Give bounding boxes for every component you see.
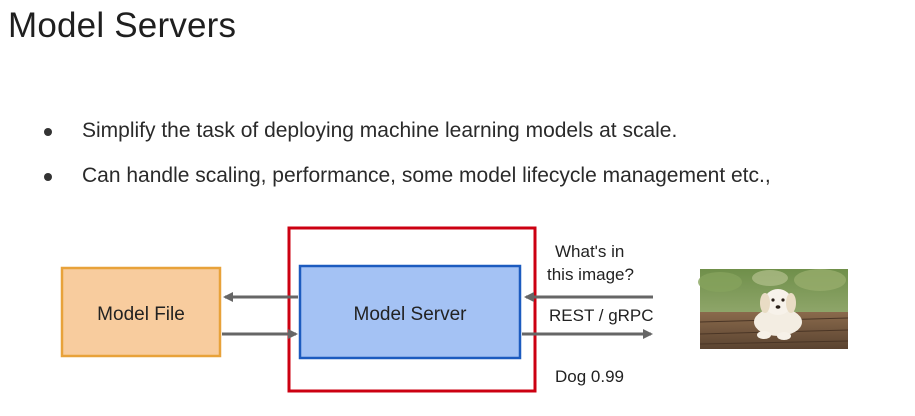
bullet-dot-icon — [44, 173, 52, 181]
puppy-photo-icon — [698, 269, 849, 349]
model-server-label: Model Server — [354, 304, 468, 325]
model-file-label: Model File — [97, 304, 185, 325]
model-file-box — [60, 266, 222, 358]
bullet-dot-icon — [44, 128, 52, 136]
bullet-text: Can handle scaling, performance, some mo… — [82, 164, 771, 187]
bullet-item: Simplify the task of deploying machine l… — [42, 114, 771, 159]
bullet-text: Simplify the task of deploying machine l… — [82, 119, 678, 142]
model-server-box — [298, 264, 522, 360]
slide-title: Model Servers — [8, 6, 237, 45]
server-container-outline — [287, 226, 537, 393]
bullet-list: Simplify the task of deploying machine l… — [42, 114, 771, 204]
response-label: Dog 0.99 — [555, 367, 624, 386]
bullet-item: Can handle scaling, performance, some mo… — [42, 159, 771, 204]
request-question-line1: What's in — [555, 242, 624, 261]
protocol-label: REST / gRPC — [549, 306, 654, 325]
request-question-line2: this image? — [547, 265, 634, 284]
